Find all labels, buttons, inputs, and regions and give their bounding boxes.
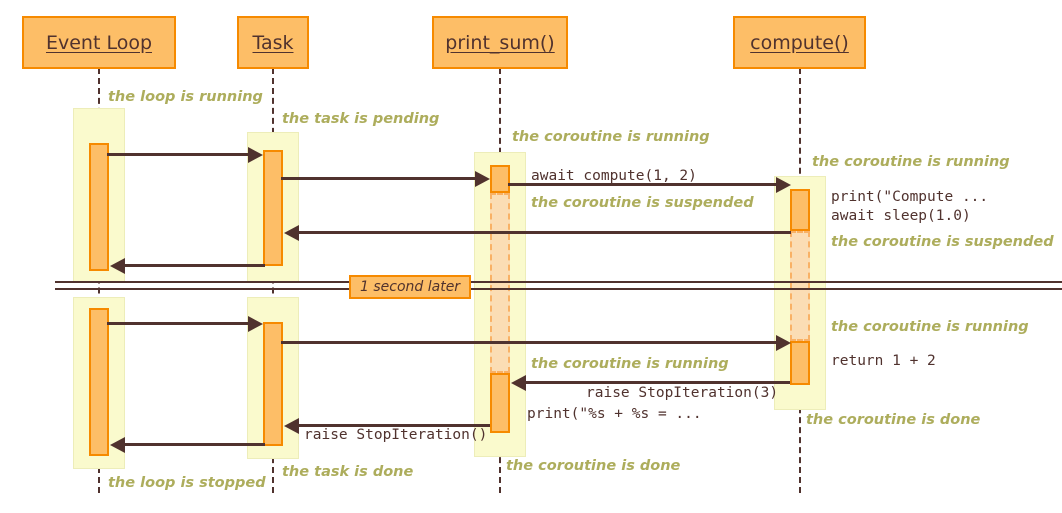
participant-task[interactable]: Task <box>237 16 309 69</box>
arrowhead-task-to-printsum <box>475 171 490 187</box>
note-task-pending: the task is pending <box>282 111 440 127</box>
activation-print-sum-running-1 <box>490 165 510 193</box>
divider-line-bottom <box>55 288 1062 290</box>
arrowhead-loop-to-task-2 <box>248 316 263 332</box>
activation-event-loop-1 <box>89 143 109 271</box>
message-line-printsum-to-task <box>291 424 490 427</box>
note-coroutine-running-compute-1: the coroutine is running <box>812 154 1010 170</box>
participant-label-task: Task <box>252 31 294 54</box>
activation-event-loop-2 <box>89 308 109 456</box>
divider-line-top <box>55 281 1062 283</box>
message-line-task-to-compute <box>281 341 781 344</box>
note-loop-stopped: the loop is stopped <box>108 475 266 491</box>
arrowhead-task-to-compute <box>776 335 791 351</box>
message-label-return-sum: return 1 + 2 <box>831 353 936 369</box>
arrowhead-loop-to-task-1 <box>248 147 263 163</box>
note-coroutine-running-printsum-1: the coroutine is running <box>512 129 710 145</box>
message-line-loop-to-task-2 <box>107 322 253 325</box>
message-line-task-to-loop-2 <box>117 443 265 446</box>
participant-label-print-sum: print_sum() <box>445 31 555 54</box>
note-coroutine-suspended-printsum: the coroutine is suspended <box>531 195 754 211</box>
message-line-task-to-printsum <box>281 177 480 180</box>
divider-label: 1 second later <box>349 275 472 299</box>
note-loop-running: the loop is running <box>108 89 263 105</box>
arrowhead-task-to-loop-2 <box>110 437 125 453</box>
note-coroutine-done-compute: the coroutine is done <box>806 412 981 428</box>
arrowhead-compute-to-printsum <box>511 375 526 391</box>
note-coroutine-done-printsum: the coroutine is done <box>506 458 681 474</box>
message-label-await-compute: await compute(1, 2) <box>531 168 697 184</box>
message-label-print-compute: print("Compute ... <box>831 189 989 205</box>
participant-label-compute: compute() <box>750 31 849 54</box>
activation-compute-suspended <box>790 231 810 341</box>
activation-compute-running-1 <box>790 189 810 231</box>
participant-label-event-loop: Event Loop <box>45 31 153 54</box>
activation-print-sum-suspended <box>490 193 510 373</box>
note-coroutine-running-printsum-2: the coroutine is running <box>531 356 729 372</box>
participant-print-sum[interactable]: print_sum() <box>432 16 568 69</box>
activation-task-1 <box>263 150 283 266</box>
note-coroutine-running-compute-2: the coroutine is running <box>831 319 1029 335</box>
activation-compute-running-2 <box>790 341 810 385</box>
activation-task-2 <box>263 322 283 446</box>
arrowhead-compute-to-task-1 <box>284 225 299 241</box>
activation-print-sum-running-2 <box>490 373 510 433</box>
arrowhead-task-to-loop-1 <box>110 258 125 274</box>
participant-compute[interactable]: compute() <box>733 16 866 69</box>
participant-event-loop[interactable]: Event Loop <box>22 16 176 69</box>
message-label-raise-stopiteration: raise StopIteration() <box>304 427 488 443</box>
arrowhead-printsum-to-task <box>284 418 299 434</box>
note-task-done: the task is done <box>282 464 414 480</box>
message-line-compute-to-printsum <box>518 381 790 384</box>
message-line-printsum-to-compute <box>508 183 781 186</box>
message-label-print-result: print("%s + %s = ... <box>527 406 702 422</box>
note-coroutine-suspended-compute: the coroutine is suspended <box>831 234 1054 250</box>
arrowhead-printsum-to-compute <box>776 177 791 193</box>
message-label-await-sleep: await sleep(1.0) <box>831 208 971 224</box>
message-label-raise-stopiteration-3: raise StopIteration(3) <box>586 385 779 401</box>
message-line-compute-to-task-1 <box>291 231 791 234</box>
message-line-task-to-loop-1 <box>117 264 265 267</box>
message-line-loop-to-task-1 <box>107 153 253 156</box>
